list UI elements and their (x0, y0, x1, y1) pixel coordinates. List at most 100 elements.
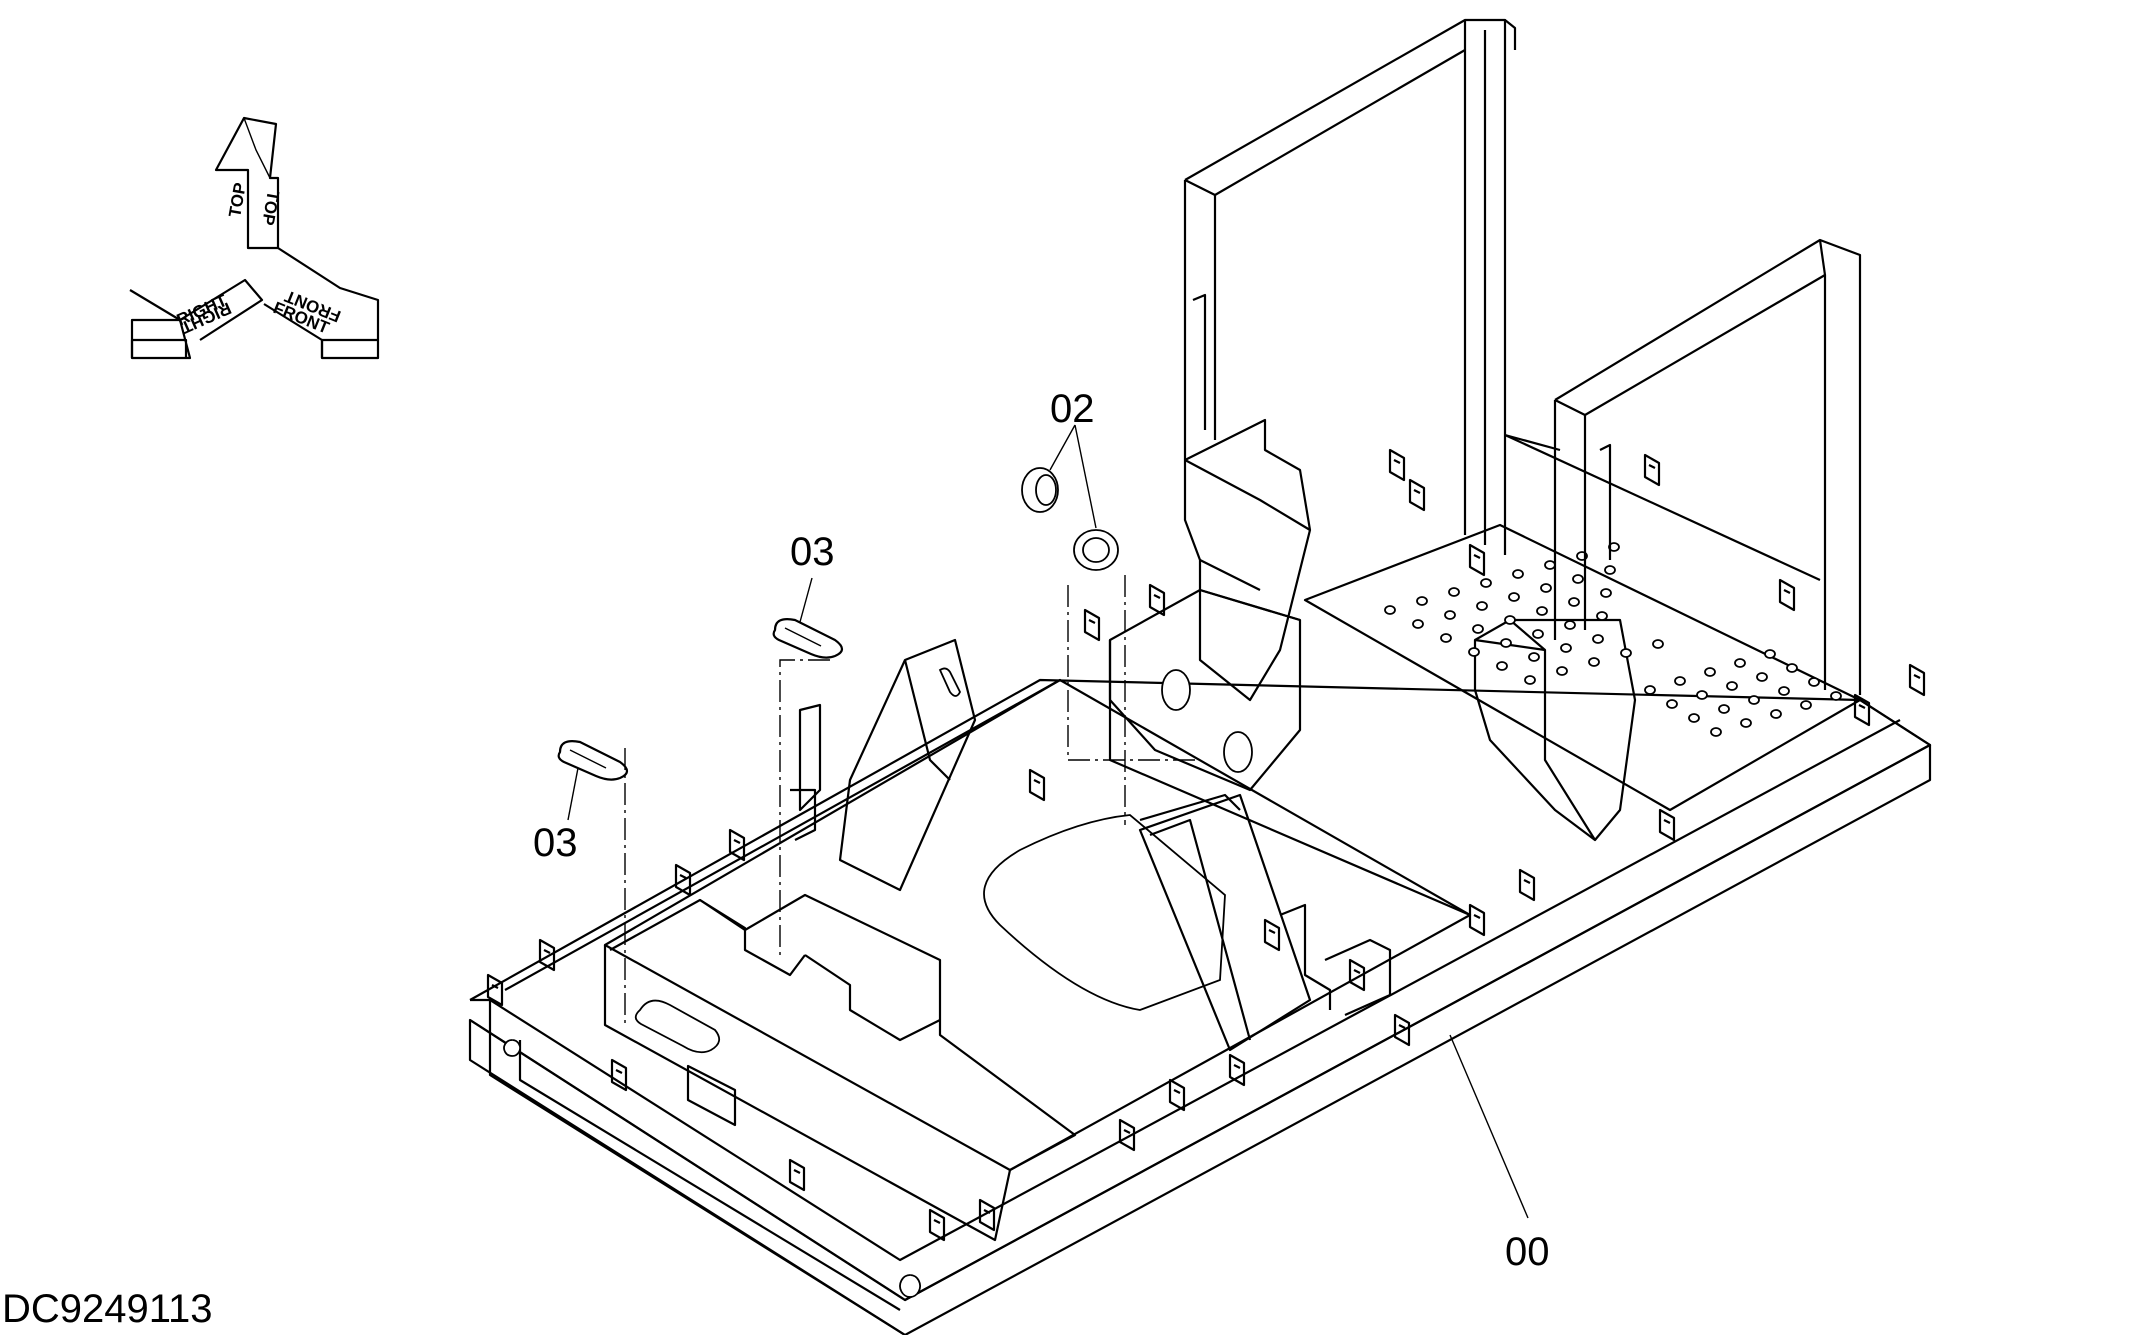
perforation-hole (1674, 676, 1686, 686)
mounting-clip (1468, 903, 1486, 937)
mounting-clip (1083, 608, 1101, 642)
mounting-clip (928, 1208, 946, 1242)
perforation-hole (1496, 661, 1508, 671)
mounting-clip (1118, 1118, 1136, 1152)
perforation-hole (1688, 713, 1700, 723)
perforation-hole (1412, 619, 1424, 629)
perforation-hole (1756, 672, 1768, 682)
mounting-clip (538, 938, 556, 972)
mounting-clip (978, 1198, 996, 1232)
mounting-clip (1658, 808, 1676, 842)
leader-line-03-upper (799, 577, 813, 623)
mounting-clip (1908, 663, 1926, 697)
perforation-hole (1440, 633, 1452, 643)
perforation-hole (1556, 666, 1568, 676)
perforation-hole (1416, 596, 1428, 606)
perforation-hole (1652, 639, 1664, 649)
mounting-clip (1228, 1053, 1246, 1087)
top-label: TOP (225, 181, 250, 218)
perforation-hole (1504, 615, 1516, 625)
right-upright-frame (1553, 238, 1862, 695)
mounting-clip (1518, 868, 1536, 902)
grommet-02-lower (1073, 529, 1119, 571)
perforation-hole (1568, 597, 1580, 607)
mounting-clip (674, 863, 692, 897)
callout-02: 02 (1050, 387, 1095, 431)
oval-seal-03-lower (557, 740, 629, 781)
perforation-hole (1588, 657, 1600, 667)
mounting-clip (1408, 478, 1426, 512)
perforation-hole (1726, 681, 1738, 691)
base-top-edge (469, 678, 1931, 1001)
perforation-hole (1572, 574, 1584, 584)
mounting-clip (728, 828, 746, 862)
perforation-hole (1696, 690, 1708, 700)
perforation-hole (1800, 700, 1812, 710)
left-upright-frame (1183, 18, 1517, 555)
orientation-indicator: TOP TOP RIGHT RIGHT FRONT FRONT (129, 116, 380, 360)
grommet-02-upper (1021, 467, 1059, 513)
center-pedestal (1138, 793, 1312, 1052)
mounting-clip (1643, 453, 1661, 487)
angled-bracket (838, 638, 977, 892)
front-arrow-icon (263, 247, 380, 360)
oval-seal-03-upper (772, 618, 844, 659)
perforation-hole (1444, 610, 1456, 620)
leader-line-00 (1449, 1034, 1529, 1219)
perforation-hole (1544, 560, 1556, 570)
perforation-hole (1764, 649, 1776, 659)
perforation-hole (1808, 677, 1820, 687)
perforation-hole (1560, 643, 1572, 653)
mounting-clip (1778, 578, 1796, 612)
mounting-clip (1348, 958, 1366, 992)
perforation-hole (1604, 565, 1616, 575)
perforation-hole (1734, 658, 1746, 668)
perforation-hole (1480, 578, 1492, 588)
top-arrow-icon (214, 116, 280, 250)
perforation-hole (1592, 634, 1604, 644)
mounting-clips (486, 448, 1926, 1242)
perforation-hole (1532, 629, 1544, 639)
perforation-hole (1770, 709, 1782, 719)
perforation-hole (1718, 704, 1730, 714)
mounting-clip (1388, 448, 1406, 482)
perforation-hole (1620, 648, 1632, 658)
perforation-hole (1500, 638, 1512, 648)
perforation-pattern (1384, 542, 1842, 737)
perforation-hole (1540, 583, 1552, 593)
mounting-clip (610, 1058, 628, 1092)
mounting-clip (1853, 693, 1871, 727)
perforation-hole (1666, 699, 1678, 709)
perforation-hole (1830, 691, 1842, 701)
mounting-clip (1148, 583, 1166, 617)
perforation-hole (1524, 675, 1536, 685)
perforation-hole (1778, 686, 1790, 696)
mounting-clip (1168, 1078, 1186, 1112)
perforation-hole (1476, 601, 1488, 611)
mounting-clip (788, 1158, 806, 1192)
perforation-hole (1384, 605, 1396, 615)
mounting-clip (1468, 543, 1486, 577)
perforation-hole (1644, 685, 1656, 695)
perforation-hole (1710, 727, 1722, 737)
projection-line (779, 659, 830, 960)
drawing-id: DC9249113 (2, 1287, 213, 1331)
mounting-clip (486, 973, 504, 1007)
callout-00: 00 (1505, 1230, 1550, 1274)
perforation-hole (1600, 588, 1612, 598)
floor-opening (983, 814, 1226, 1011)
callout-03-lower: 03 (533, 821, 578, 865)
leader-line-02 (1049, 424, 1097, 529)
perforation-hole (1536, 606, 1548, 616)
mounting-clip (1263, 918, 1281, 952)
perforation-hole (1748, 695, 1760, 705)
perforation-hole (1740, 718, 1752, 728)
perforation-hole (1448, 587, 1460, 597)
right-arrow-icon (129, 278, 264, 360)
perforation-hole (1468, 647, 1480, 657)
perforation-hole (1508, 592, 1520, 602)
perforation-hole (1528, 652, 1540, 662)
perforation-hole (1786, 663, 1798, 673)
leader-line-03-lower (567, 767, 579, 821)
perforation-hole (1472, 624, 1484, 634)
